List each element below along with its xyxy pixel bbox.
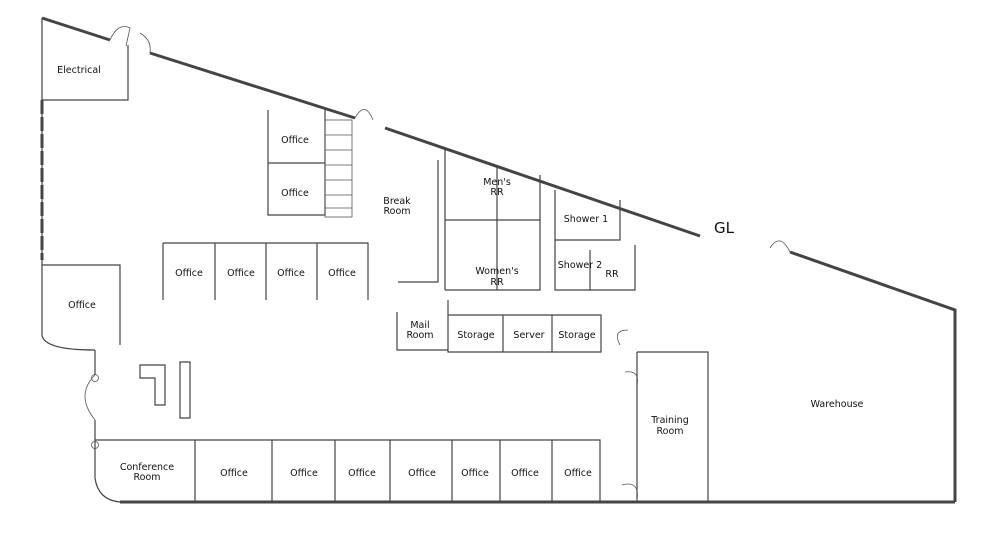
room-office-top-2: Office <box>281 188 309 199</box>
room-training-room-line2: Room <box>656 426 683 437</box>
room-mens-rr-line2: RR <box>490 187 504 198</box>
room-server: Server <box>513 330 544 341</box>
room-office-bottom-4: Office <box>408 468 436 479</box>
room-conference-line1: Conference <box>120 462 174 473</box>
room-office-bottom-3: Office <box>348 468 376 479</box>
room-office-row-4: Office <box>328 268 356 279</box>
exterior-walls <box>40 16 957 504</box>
room-office-left: Office <box>68 300 96 311</box>
room-office-row-3: Office <box>277 268 305 279</box>
room-office-bottom-7: Office <box>564 468 592 479</box>
room-storage-1: Storage <box>457 330 494 341</box>
room-labels: Electrical Office Office Break Room Offi… <box>57 65 863 483</box>
room-mail-room-line1: Mail <box>410 320 429 331</box>
room-shower-2: Shower 2 <box>558 260 602 271</box>
room-electrical: Electrical <box>57 65 101 76</box>
gl-label: GL <box>714 219 735 237</box>
room-shower-1: Shower 1 <box>564 214 608 225</box>
room-womens-rr-line1: Women's <box>475 266 518 277</box>
exterior-doors <box>84 26 791 449</box>
room-warehouse: Warehouse <box>811 399 864 410</box>
room-office-row-1: Office <box>175 268 203 279</box>
room-break-room-line1: Break <box>383 196 411 207</box>
room-conference-line2: Room <box>133 472 160 483</box>
room-womens-rr-line2: RR <box>490 277 504 288</box>
room-storage-2: Storage <box>558 330 595 341</box>
room-office-top-1: Office <box>281 135 309 146</box>
interior-walls <box>42 45 709 502</box>
room-office-bottom-5: Office <box>461 468 489 479</box>
room-office-row-2: Office <box>227 268 255 279</box>
room-break-room-line2: Room <box>383 206 410 217</box>
room-office-bottom-1: Office <box>220 468 248 479</box>
room-training-room-line1: Training <box>650 415 689 426</box>
room-mens-rr-line1: Men's <box>483 177 511 188</box>
room-mail-room-line2: Room <box>406 330 433 341</box>
room-rr: RR <box>605 269 619 280</box>
room-office-bottom-2: Office <box>290 468 318 479</box>
room-office-bottom-6: Office <box>511 468 539 479</box>
